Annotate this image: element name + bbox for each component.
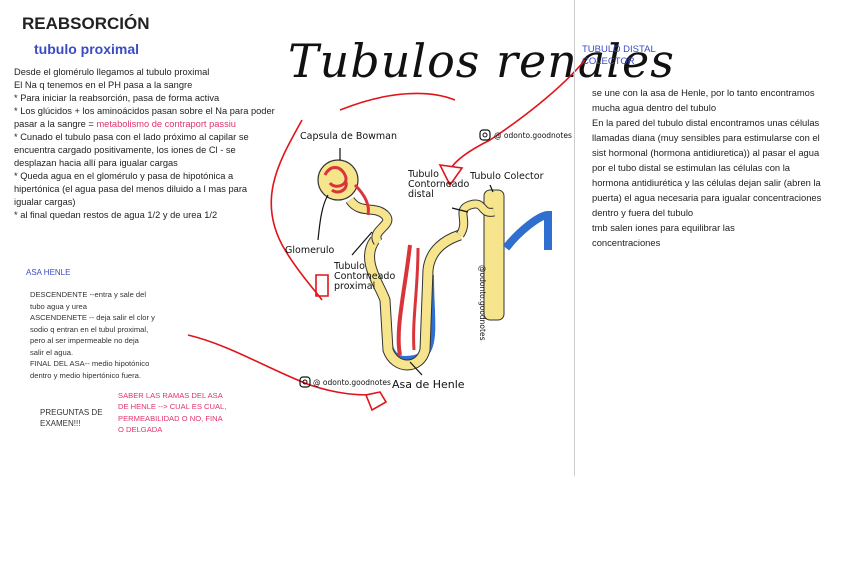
note-line: sist hormonal (hormona antidiuretica)) a… — [592, 147, 820, 158]
diagram-title: Tubulos renales — [288, 34, 675, 88]
glomerulus — [323, 166, 370, 216]
arrow-proximal-link — [339, 92, 456, 111]
proximal-notes: Desde el glomérulo llegamos al tubulo pr… — [14, 66, 294, 222]
label-henle: Asa de Henle — [392, 378, 465, 391]
note-line: llamadas diana (muy sensibles para estim… — [592, 132, 820, 143]
note-line: tubo agua y urea — [30, 301, 87, 311]
note-line: pero al ser impermeable no deja — [30, 336, 139, 345]
note-line: hormona antidiurética y las células deja… — [592, 177, 821, 188]
note-line: Desde el glomérulo llegamos al tubulo pr… — [14, 67, 210, 77]
artery-2 — [412, 247, 420, 351]
note-line: por el tubo distal se estimulan las célu… — [592, 162, 791, 173]
instagram-icon — [479, 129, 491, 141]
column-divider — [574, 0, 575, 476]
note-line: * Queda agua en el glomérulo y pasa de h… — [14, 171, 234, 181]
label-colector: Tubulo Colector — [470, 171, 544, 182]
exam-note: SABER LAS RAMAS DEL ASA DE HENLE --> CUA… — [118, 391, 227, 434]
note-line: igualar cargas) — [14, 197, 76, 207]
watermark: @ odonto.goodnotes — [313, 378, 391, 387]
watermark: @ odonto.goodnotes — [494, 131, 572, 140]
label-glomerulo: Glomerulo — [285, 245, 335, 256]
arrow-henle-head — [364, 391, 388, 412]
label-pointers — [317, 148, 494, 376]
distal-notes: se une con la asa de Henle, por lo tanto… — [592, 85, 844, 250]
vein — [502, 210, 552, 251]
note-line: hipertónica (el agua pasa del menos dilu… — [14, 184, 248, 194]
arrow-distal-head — [438, 164, 464, 187]
exam-questions-label: PREGUNTAS DE EXAMEN!!! — [40, 408, 103, 428]
note-line: DESCENDENTE --entra y sale del — [30, 290, 147, 299]
note-line: puerta) el agua necesaria para igualar c… — [592, 192, 822, 203]
note-line: * Para iniciar la reabsorción, pasa de f… — [14, 93, 220, 103]
label-distal: Tubulo Contorneado distal — [408, 169, 470, 200]
note-line: se une con la asa de Henle, por lo tanto… — [592, 87, 815, 98]
note-line: El Na q tenemos en el PH pasa a la sangr… — [14, 80, 193, 90]
note-line: dentro y medio hipertónico fuera. — [30, 370, 142, 380]
note-line: tmb salen iones para equilibrar las — [592, 222, 735, 233]
watermark-vertical: @odonto.goodnotes — [478, 265, 487, 341]
section-heading: REABSORCIÓN — [22, 14, 150, 33]
arrow-box — [315, 274, 329, 297]
note-line: * al final quedan restos de agua 1/2 y d… — [14, 210, 218, 220]
arrow-proximal — [270, 119, 323, 301]
arrow-distal — [449, 59, 586, 171]
note-line: FINAL DEL ASA-- medio hipotónico — [30, 359, 150, 368]
artery — [396, 244, 412, 356]
collecting-duct — [483, 189, 505, 321]
note-line: encuentra cargado positivamente, los ion… — [14, 145, 236, 155]
distal-heading: TUBULO DISTAL COLECTOR — [582, 44, 656, 67]
label-proximal: Tubulo Contorneado proximal — [334, 261, 396, 292]
note-line: desplazan hacia allí para igualar cargas — [14, 158, 178, 168]
note-line: mucha agua dentro del tubulo — [592, 102, 717, 113]
note-line: concentraciones — [592, 237, 661, 248]
note-line: * Cunado el tubulo pasa con el lado próx… — [14, 132, 249, 142]
note-line: * Los glúcidos + los aminoácidos pasan s… — [14, 106, 275, 116]
note-line: En la pared del tubulo distal encontramo… — [592, 117, 820, 128]
note-line: sodio q entran en el tubul proximal, — [30, 324, 149, 334]
instagram-icon — [299, 376, 311, 388]
note-line: dentro y fuera del tubulo — [592, 207, 694, 218]
note-line: ASCENDENETE -- deja salir el clor y — [30, 313, 155, 322]
note-line: pasar a la sangre = metabolismo de contr… — [14, 119, 236, 129]
asa-heading: ASA HENLE — [26, 268, 71, 277]
bowman-capsule — [317, 159, 359, 201]
highlight-text: metabolismo de contraport passiu — [96, 119, 236, 129]
asa-notes: DESCENDENTE --entra y sale del tubo agua… — [30, 289, 180, 381]
label-bowman: Capsula de Bowman — [300, 131, 398, 142]
note-line: salir el agua. — [30, 347, 74, 357]
section-subheading: tubulo proximal — [34, 41, 139, 57]
